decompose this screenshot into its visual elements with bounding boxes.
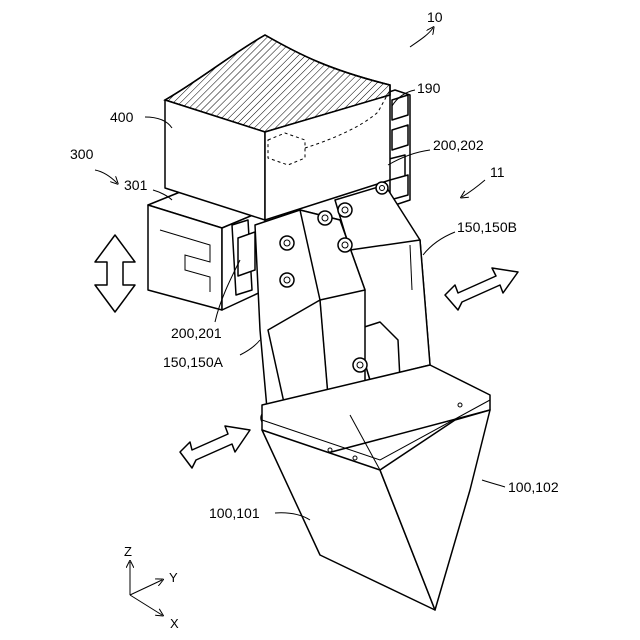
label-workpiece: 400 bbox=[110, 109, 134, 125]
label-arm-a: 150,150A bbox=[163, 354, 224, 370]
coordinate-axes: Z Y X bbox=[124, 544, 179, 631]
label-assembly: 11 bbox=[490, 164, 505, 180]
workpiece-block bbox=[165, 35, 390, 220]
double-arrow-diagonal-icon bbox=[445, 268, 518, 310]
label-rail-lower: 200,201 bbox=[171, 325, 222, 341]
axis-label-x: X bbox=[170, 616, 179, 631]
label-hopper-back: 100,102 bbox=[508, 479, 559, 495]
axis-label-z: Z bbox=[124, 544, 132, 559]
double-arrow-vertical-icon bbox=[95, 235, 135, 312]
label-stage-block: 301 bbox=[124, 177, 148, 193]
double-arrow-diagonal-icon bbox=[180, 426, 250, 468]
label-sensor: 190 bbox=[417, 80, 441, 96]
label-gripper: 10 bbox=[427, 9, 443, 25]
axis-label-y: Y bbox=[169, 570, 178, 585]
hopper bbox=[262, 365, 490, 610]
label-arm-b: 150,150B bbox=[457, 219, 517, 235]
label-rail-upper: 200,202 bbox=[433, 137, 484, 153]
label-hopper-front: 100,101 bbox=[209, 505, 260, 521]
label-stage: 300 bbox=[70, 146, 94, 162]
